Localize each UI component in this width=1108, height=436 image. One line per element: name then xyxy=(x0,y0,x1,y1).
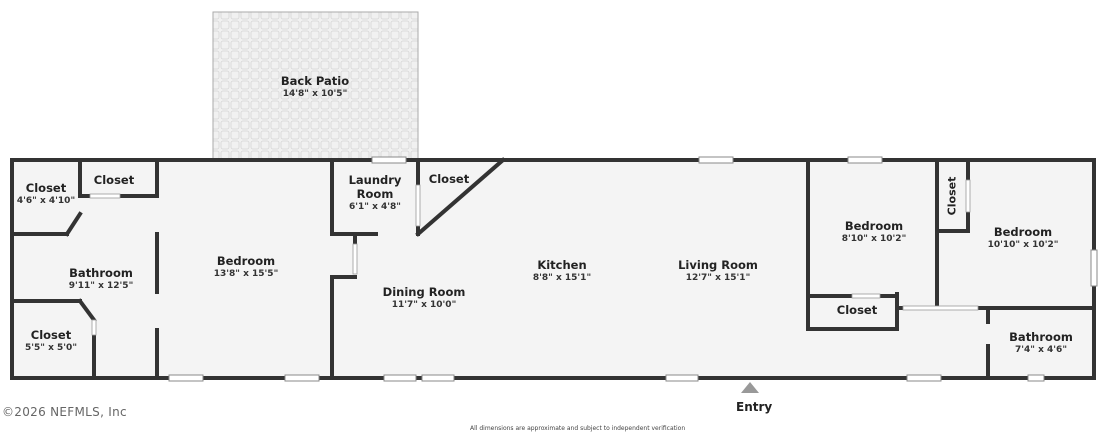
room-name: Closet xyxy=(836,303,878,317)
room-bedroom-mid: Bedroom 8'10" x 10'2" xyxy=(842,219,907,245)
room-laundry: Laundry Room 6'1" x 4'8" xyxy=(349,173,402,213)
back-patio-area xyxy=(212,11,419,161)
interior-walls xyxy=(10,157,1096,380)
room-closet-vertical: Closet xyxy=(946,177,959,216)
windows xyxy=(168,156,1098,382)
room-bathroom-right: Bathroom 7'4" x 4'6" xyxy=(1009,330,1073,356)
room-bedroom-right: Bedroom 10'10" x 10'2" xyxy=(988,225,1059,251)
room-name: Dining Room xyxy=(382,285,466,299)
room-dims: 14'8" x 10'5" xyxy=(282,89,348,99)
room-closet-top-left: Closet 4'6" x 4'10" xyxy=(17,181,75,207)
room-closet-top: Closet xyxy=(94,173,134,187)
entry-arrow-icon xyxy=(741,382,759,393)
room-bathroom-left: Bathroom 9'11" x 12'5" xyxy=(69,266,134,292)
room-name: Closet xyxy=(30,328,72,342)
room-name: Closet xyxy=(945,176,959,216)
disclaimer-note: All dimensions are approximate and subje… xyxy=(470,425,686,432)
floor-area xyxy=(13,161,1093,377)
room-name: Bedroom xyxy=(844,219,904,233)
room-back-patio: Back Patio 14'8" x 10'5" xyxy=(281,74,349,100)
entry-label: Entry xyxy=(736,400,773,414)
room-name: Closet xyxy=(93,173,135,187)
room-dims: 8'8" x 15'1" xyxy=(532,273,592,283)
room-dims: 12'7" x 15'1" xyxy=(685,273,751,283)
room-dining: Dining Room 11'7" x 10'0" xyxy=(383,285,466,311)
room-dims: 10'10" x 10'2" xyxy=(987,240,1059,250)
room-closet-right: Closet xyxy=(837,303,877,317)
room-dims: 7'4" x 4'6" xyxy=(1014,345,1068,355)
room-name: Living Room xyxy=(678,258,758,272)
room-dims: 5'5" x 5'0" xyxy=(24,343,78,353)
room-living: Living Room 12'7" x 15'1" xyxy=(678,258,758,284)
room-name: Closet xyxy=(25,181,67,195)
room-name: Bedroom xyxy=(993,225,1053,239)
room-dims: 11'7" x 10'0" xyxy=(391,300,457,310)
copyright-notice: ©2026 NEFMLS, Inc xyxy=(2,405,127,419)
room-dims: 9'11" x 12'5" xyxy=(68,281,134,291)
room-name: Kitchen xyxy=(537,258,587,272)
room-dims: 6'1" x 4'8" xyxy=(348,202,401,212)
room-bedroom-left: Bedroom 13'8" x 15'5" xyxy=(214,254,279,280)
door-openings xyxy=(89,179,979,336)
room-name: Bathroom xyxy=(69,266,133,280)
room-name: Back Patio xyxy=(280,74,350,88)
room-name: Bathroom xyxy=(1009,330,1073,344)
room-name: Closet xyxy=(428,172,470,186)
room-dims: 8'10" x 10'2" xyxy=(841,234,907,244)
room-name: Laundry Room xyxy=(348,173,402,201)
room-dims: 4'6" x 4'10" xyxy=(16,196,76,206)
room-dims: 13'8" x 15'5" xyxy=(213,269,279,279)
room-closet-bottom-left: Closet 5'5" x 5'0" xyxy=(25,328,77,354)
room-name: Bedroom xyxy=(216,254,276,268)
room-kitchen: Kitchen 8'8" x 15'1" xyxy=(533,258,591,284)
room-closet-mid: Closet xyxy=(429,172,469,186)
